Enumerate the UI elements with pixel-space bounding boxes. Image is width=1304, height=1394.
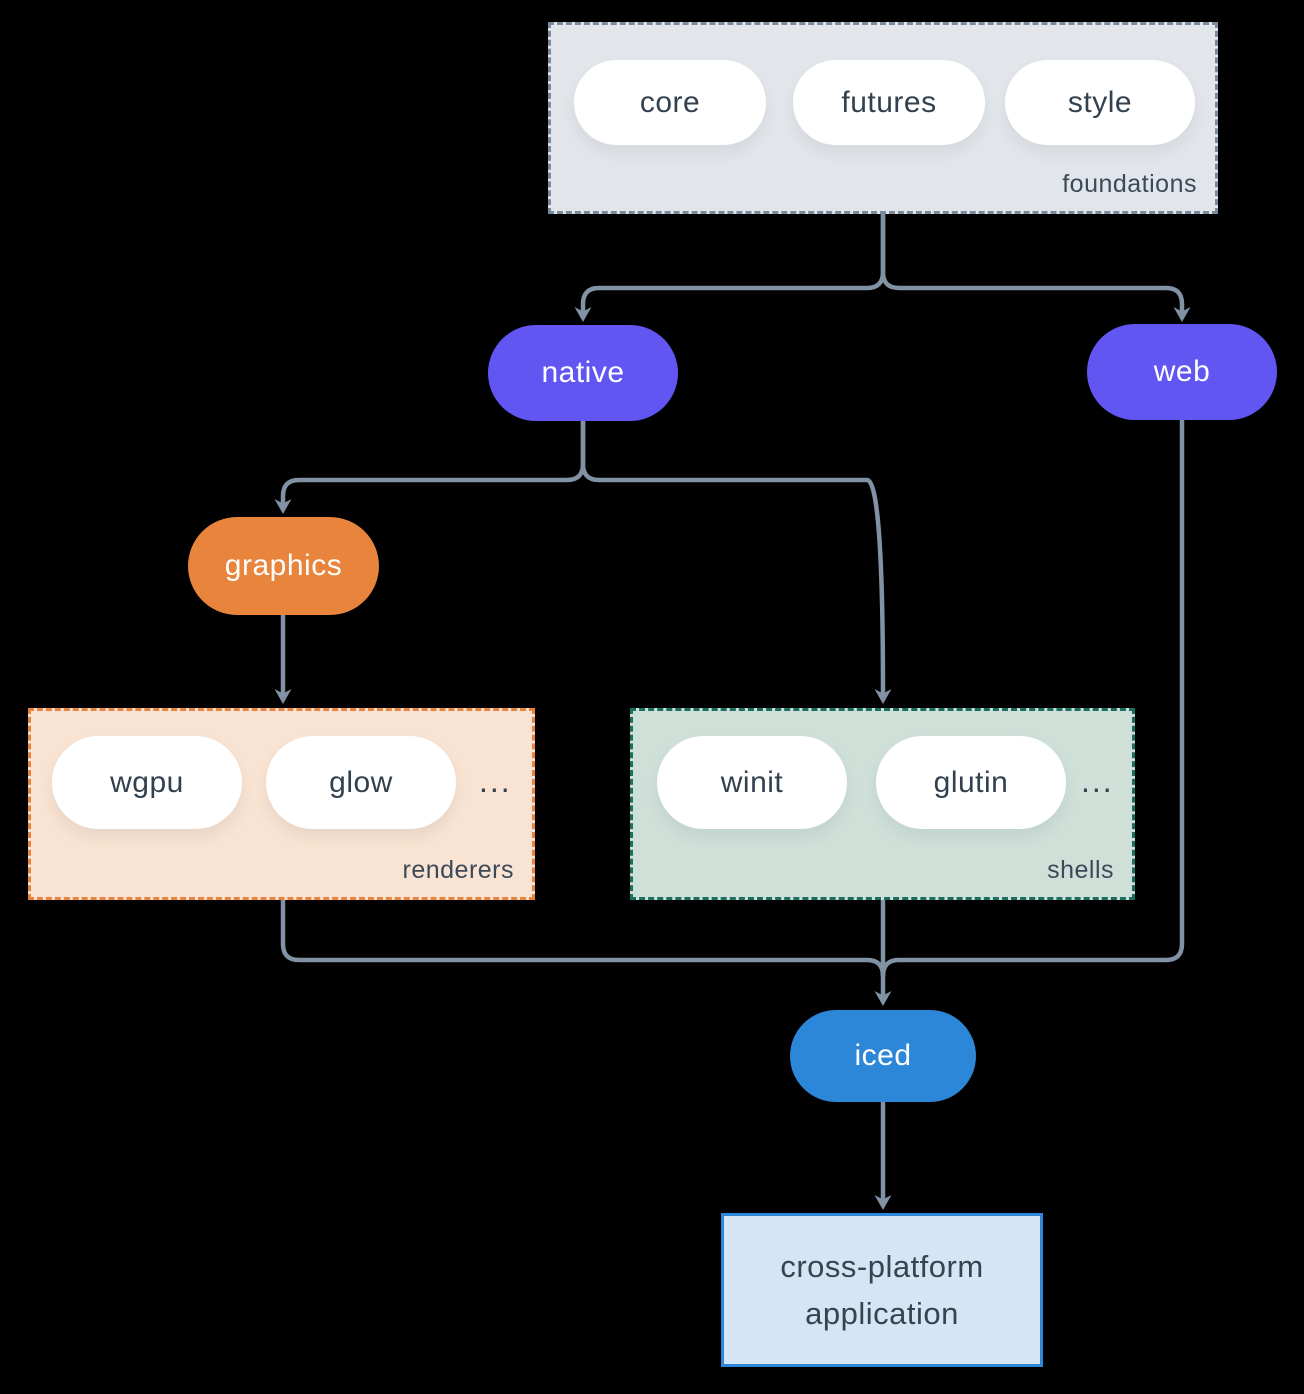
group-label-shells: shells [1047,856,1114,884]
node-web: web [1087,324,1277,420]
node-style: style [1005,60,1195,145]
node-iced: iced [790,1010,976,1102]
group-label-foundations: foundations [1062,170,1197,198]
node-futures: futures [793,60,985,145]
group-foundations: core futures style foundations [548,22,1218,214]
node-graphics: graphics [188,517,379,615]
group-label-renderers: renderers [402,856,514,884]
arrowhead-icons [274,307,1191,1210]
node-native: native [488,325,678,421]
renderers-ellipsis: ... [479,763,512,799]
node-glutin: glutin [876,736,1066,829]
group-renderers: wgpu glow ... renderers [28,708,535,900]
node-core: core [574,60,766,145]
node-wgpu: wgpu [52,736,242,829]
node-cross-platform-application: cross-platform application [721,1213,1043,1367]
node-winit: winit [657,736,847,829]
node-glow: glow [266,736,456,829]
group-shells: winit glutin ... shells [630,708,1135,900]
shells-ellipsis: ... [1081,763,1114,799]
